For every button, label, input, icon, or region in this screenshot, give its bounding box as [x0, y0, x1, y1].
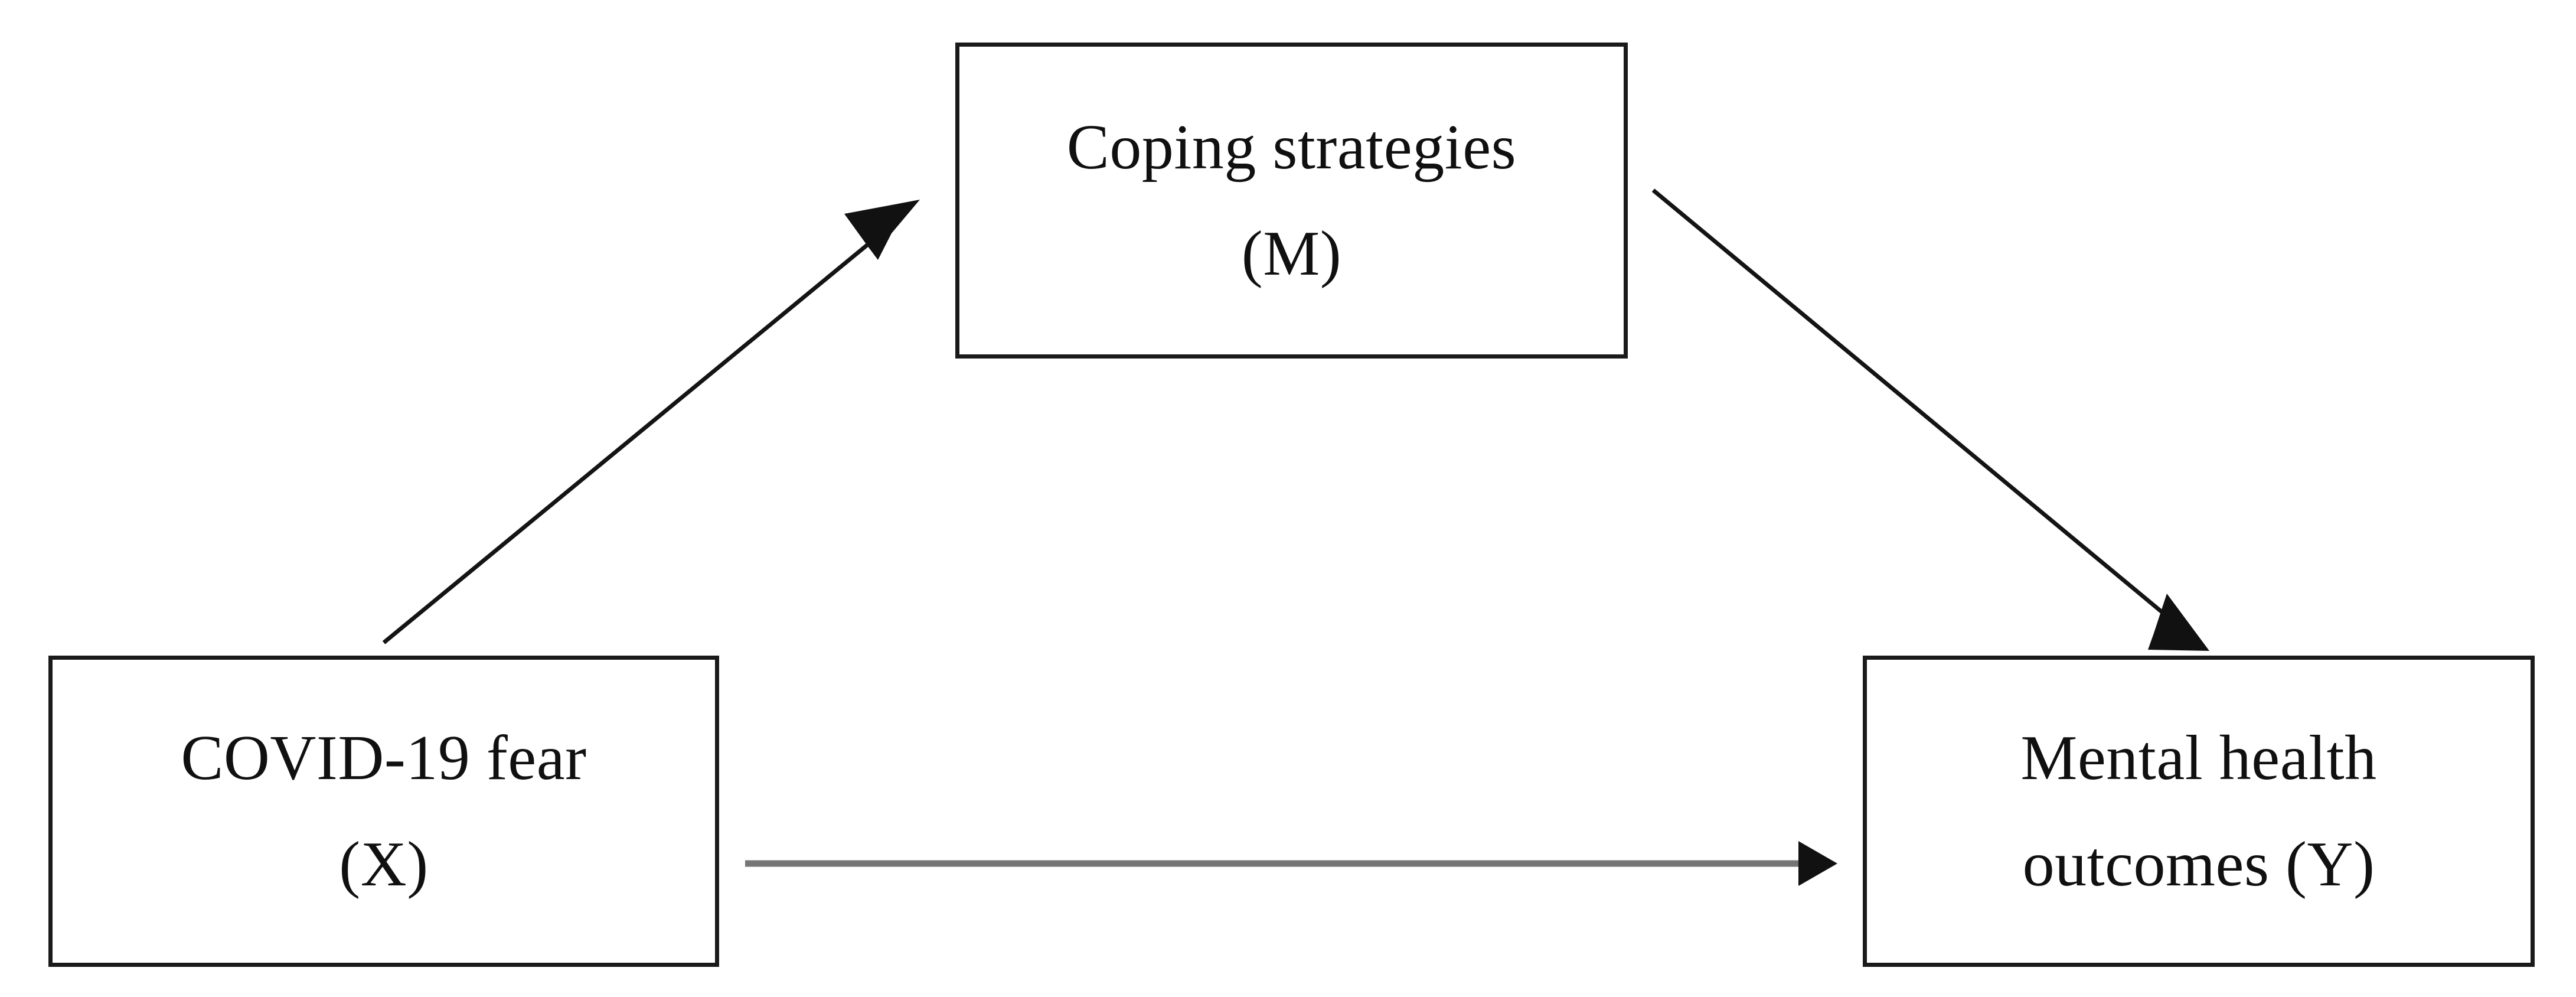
- path-m-to-y-shaft: [1651, 188, 2179, 627]
- path-x-to-y-arrow: [745, 841, 1837, 886]
- node-mediator-line1: Coping strategies: [1066, 112, 1517, 183]
- node-box-outcome[interactable]: Mental health outcomes (Y): [1863, 656, 2535, 967]
- node-predictor-line2: (X): [339, 829, 429, 900]
- node-outcome-line1: Mental health: [2020, 722, 2377, 793]
- path-x-to-m-arrowhead: [844, 200, 920, 260]
- node-mediator-line2: (M): [1241, 218, 1342, 289]
- path-m-to-y-arrowhead: [2148, 594, 2209, 651]
- node-outcome-line2: outcomes (Y): [2022, 829, 2375, 900]
- node-predictor-line1: COVID-19 fear: [181, 722, 587, 793]
- node-box-mediator[interactable]: Coping strategies (M): [955, 43, 1628, 359]
- path-x-to-m-arrow: [382, 200, 920, 644]
- path-x-to-y-arrowhead: [1798, 841, 1837, 886]
- path-x-to-m-shaft: [382, 226, 890, 644]
- node-box-predictor[interactable]: COVID-19 fear (X): [48, 656, 719, 967]
- path-m-to-y-arrow: [1651, 188, 2209, 651]
